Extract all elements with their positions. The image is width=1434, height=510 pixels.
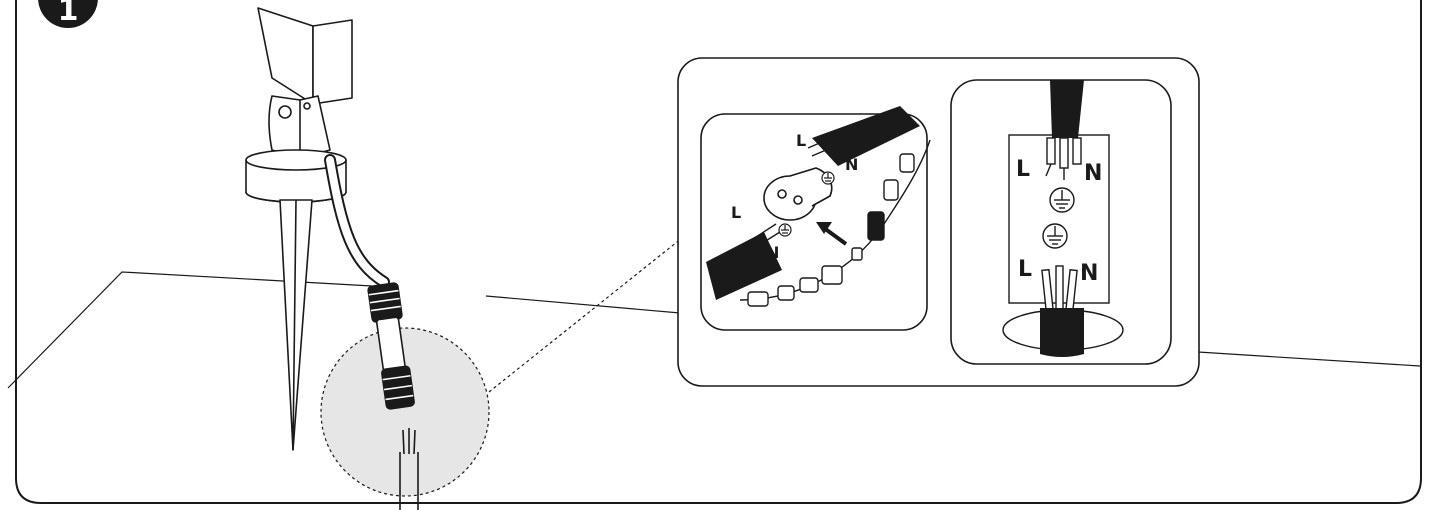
spotlight (245, 7, 390, 451)
label-bottom-live: L (1018, 257, 1032, 282)
panel-frame (15, 0, 1422, 504)
ground-icon (1042, 187, 1075, 249)
label-top-live: L (1016, 157, 1030, 182)
step-badge: 1 (38, 0, 98, 28)
label-lower-neutral: N (766, 243, 779, 262)
label-bottom-neutral: N (1080, 261, 1098, 286)
label-top-neutral: N (1084, 161, 1102, 186)
label-upper-live: L (796, 131, 806, 150)
detail-panel-right: L N L N (950, 79, 1172, 365)
step-number: 1 (58, 0, 79, 28)
leader-line (488, 229, 693, 393)
cable-connector (367, 282, 419, 510)
connector-highlight (320, 327, 490, 497)
ground-icon (778, 171, 835, 237)
label-upper-neutral: N (845, 155, 858, 174)
detail-panel-left: L N L N (700, 106, 931, 331)
arrow-icon (816, 222, 848, 246)
label-lower-live: L (731, 203, 741, 222)
